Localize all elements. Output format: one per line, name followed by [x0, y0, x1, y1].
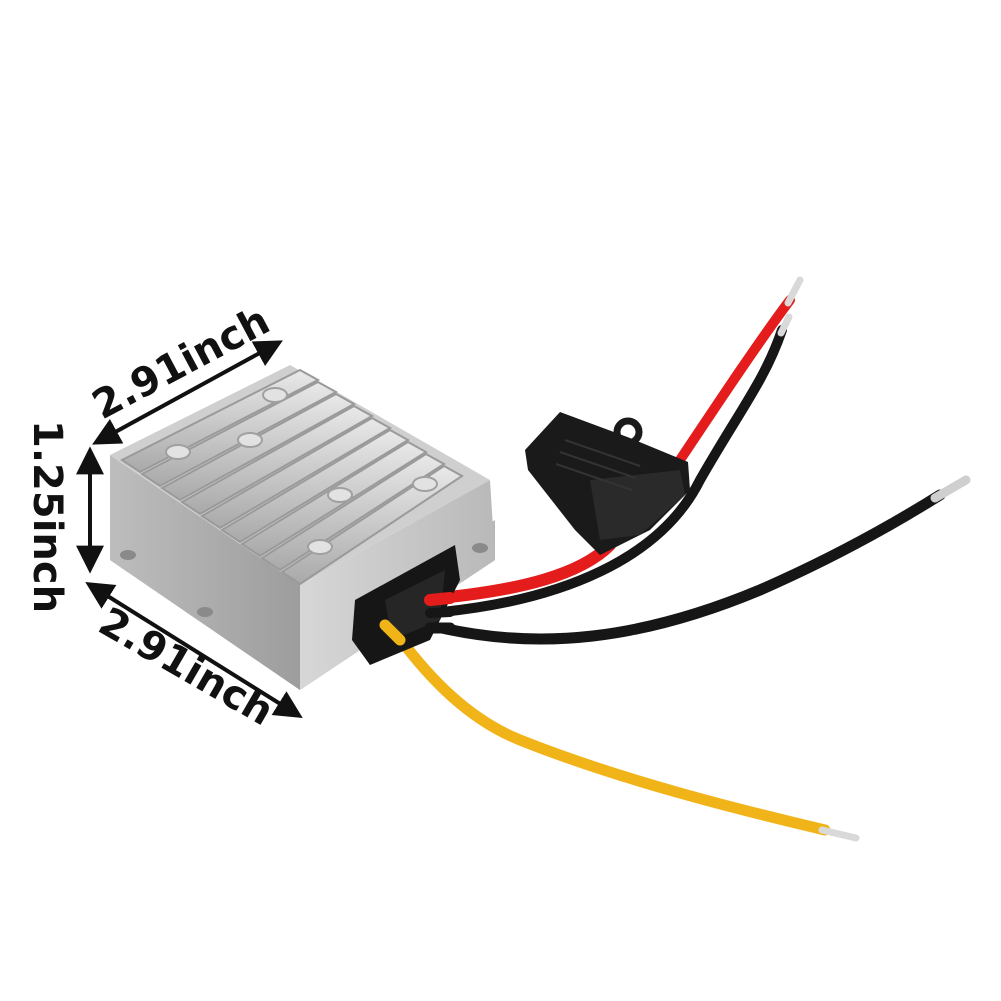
- black-wire-upper: [437, 325, 787, 617]
- wires: [389, 276, 971, 842]
- red-wire-output: [675, 295, 795, 465]
- yellow-wire: [389, 626, 831, 836]
- mount-hole-right: [472, 543, 488, 553]
- black-wire-long-terminal: [930, 475, 971, 503]
- mount-hole-front: [197, 607, 213, 617]
- bottom-width-arrow: [85, 582, 303, 718]
- wire-exit-stubs: [379, 592, 456, 646]
- mount-hole-left: [120, 550, 136, 560]
- red-wire-terminal: [784, 276, 804, 307]
- height-label: 1.25inch: [24, 420, 70, 613]
- black-wire-long: [436, 489, 946, 645]
- yellow-wire-terminal: [818, 826, 860, 842]
- top-width-arrow: [92, 340, 283, 445]
- fuse-holder: [525, 412, 690, 555]
- black-wire-upper-terminal: [777, 313, 793, 337]
- red-wire-to-fuse: [434, 539, 616, 604]
- fuse-holder-loop: [613, 417, 643, 447]
- fuse-holder-cap: [590, 470, 685, 540]
